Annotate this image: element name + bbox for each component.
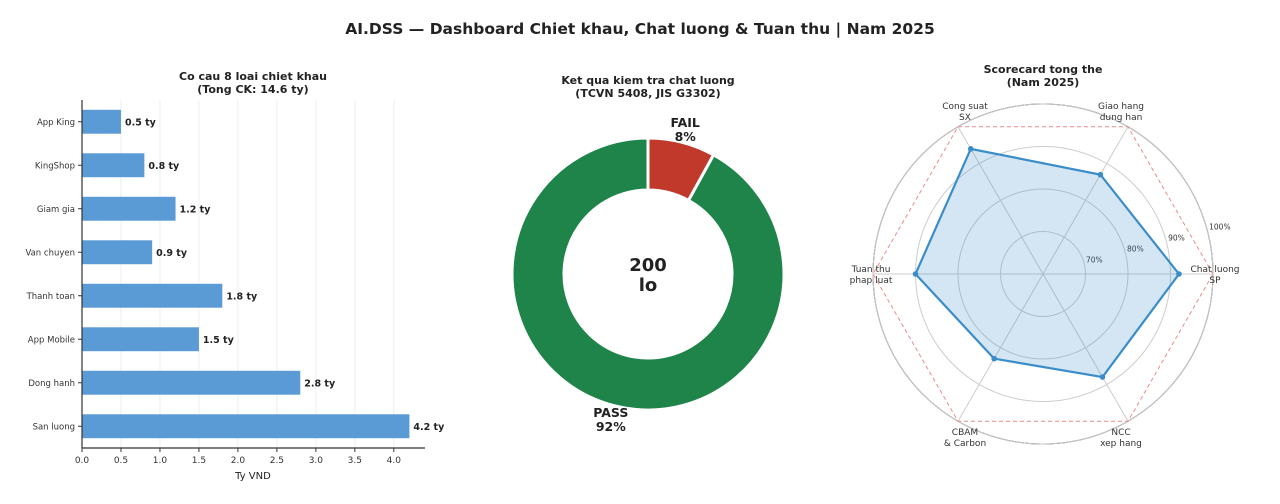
donut-slice-fail [646, 136, 716, 203]
bar-category-label: Dong hanh [28, 379, 75, 389]
bar [82, 283, 223, 308]
radar-point [1099, 374, 1106, 380]
donut-slice-percent: 92% [596, 419, 626, 434]
radar-series-polygon [914, 147, 1181, 379]
radar-spoke [1042, 273, 1129, 422]
bar-x-tick-label: 0.0 [75, 456, 90, 466]
radar-target-polygon [872, 126, 1214, 422]
radar-point [967, 146, 974, 152]
radar-spoke [957, 126, 1044, 275]
bar-x-tick-label: 2.5 [270, 456, 284, 466]
bar-category-label: Van chuyen [25, 248, 75, 258]
quality-donut-chart: Ket qua kiem tra chat luong (TCVN 5408, … [510, 74, 786, 434]
bar-grid [81, 100, 395, 448]
bar-x-tick-label: 1.0 [153, 456, 168, 466]
bar [82, 240, 153, 265]
bar-value-label: 0.8 ty [148, 161, 180, 172]
donut-center-unit: lo [639, 275, 658, 296]
bar-value-label: 0.9 ty [156, 248, 188, 259]
radar-r-tick-label: 70% [1086, 255, 1103, 264]
radar-point [1097, 171, 1104, 178]
bar [82, 370, 301, 395]
dashboard-title: AI.DSS — Dashboard Chiet khau, Chat luon… [345, 20, 934, 39]
radar-series [872, 126, 1214, 422]
donut-subtitle: (TCVN 5408, JIS G3302) [575, 87, 720, 100]
bar-x-tick-label: 1.5 [192, 456, 206, 466]
bar-chart-subtitle: (Tong CK: 14.6 ty) [197, 83, 308, 96]
bar-y-ticks: San luong Dong hanh App Mobile Thanh toan Va… [25, 118, 82, 432]
bar-category-label: App Mobile [28, 335, 75, 345]
radar-point [1176, 271, 1182, 277]
bar-series: 4.2 ty 2.8 ty 1.5 ty 1.8 ty 0.9 ty 1.2 ty 0.8 … [82, 109, 445, 439]
radar-point [912, 271, 919, 277]
bar-x-tick-label: 2.0 [231, 456, 246, 466]
donut-title: Ket qua kiem tra chat luong [561, 74, 734, 87]
bar-x-ticks: 0.0 0.5 1.0 1.5 2.0 2.5 3.0 3.5 4.0 [75, 448, 401, 466]
bar [82, 153, 145, 178]
bar-x-axis-label: Ty VND [234, 471, 271, 482]
donut-slice-label: FAIL [671, 115, 700, 130]
bar-x-tick-label: 3.0 [309, 456, 324, 466]
bar-value-label: 4.2 ty [413, 422, 445, 433]
bar [82, 327, 199, 352]
radar-spoke [1042, 126, 1129, 275]
scorecard-radar-chart: Scorecard tong the (Nam 2025) 70% 80% 90% 1… [850, 63, 1240, 449]
bar-category-label: San luong [33, 422, 75, 432]
discount-bar-chart: Co cau 8 loai chiet khau (Tong CK: 14.6 … [25, 70, 445, 482]
radar-point [991, 355, 997, 362]
bar-category-label: Thanh toan [26, 292, 75, 302]
donut-slice-pass [510, 136, 786, 412]
radar-r-tick-label: 90% [1168, 233, 1185, 242]
radar-axis-label: CBAM& Carbon [944, 428, 986, 449]
bar-category-label: Giam gia [37, 205, 75, 215]
radar-subtitle: (Nam 2025) [1007, 76, 1080, 89]
bar [82, 196, 176, 221]
bar-value-label: 0.5 ty [125, 117, 157, 128]
bar [82, 414, 410, 439]
donut-center-value: 200 [629, 255, 667, 276]
bar-x-tick-label: 4.0 [387, 456, 402, 466]
bar-chart-title: Co cau 8 loai chiet khau [179, 70, 327, 83]
bar-value-label: 1.5 ty [203, 335, 235, 346]
radar-r-tick-label: 100% [1209, 222, 1230, 231]
donut-slice-percent: 8% [675, 129, 697, 144]
bar-value-label: 2.8 ty [304, 378, 336, 389]
bar-category-label: App King [37, 118, 75, 128]
radar-r-tick-label: 80% [1127, 244, 1144, 253]
bar [82, 109, 121, 134]
donut-slice-label: PASS [593, 405, 628, 420]
bar-value-label: 1.8 ty [226, 291, 258, 302]
bar-value-label: 1.2 ty [180, 204, 212, 215]
bar-x-tick-label: 3.5 [348, 456, 362, 466]
radar-spoke [957, 273, 1044, 422]
radar-title: Scorecard tong the [984, 63, 1103, 76]
bar-category-label: KingShop [35, 161, 75, 171]
bar-x-tick-label: 0.5 [114, 456, 128, 466]
